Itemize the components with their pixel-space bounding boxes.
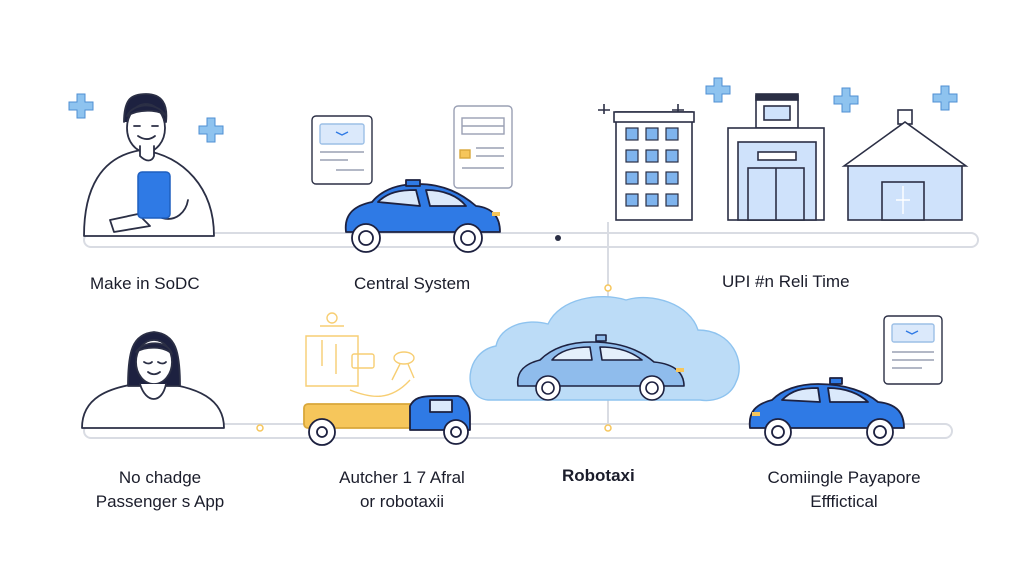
step-label-passenger-app: No chadge Passenger s App xyxy=(70,466,250,514)
smartphone-icon xyxy=(137,171,171,219)
plus-icon xyxy=(833,87,859,113)
plus-icon xyxy=(932,85,958,111)
step-label-line: Passenger s App xyxy=(95,492,225,511)
step-label-line: Efffictical xyxy=(810,492,878,511)
building-icon xyxy=(598,104,695,221)
plus-icon xyxy=(705,77,731,103)
top-track xyxy=(83,232,979,248)
car-icon xyxy=(344,179,501,253)
step-label-central-system: Central System xyxy=(354,274,471,293)
passenger-avatar xyxy=(81,331,225,429)
car-icon xyxy=(748,377,905,446)
flatbed-truck-icon xyxy=(303,395,471,446)
car-icon xyxy=(516,334,685,401)
warehouse-icon xyxy=(841,109,969,221)
step-label-line: Autcher 1 7 Afral xyxy=(339,468,465,487)
step-label-line: No chadge xyxy=(118,468,202,487)
clinic-icon xyxy=(727,93,825,221)
receipt-icon xyxy=(883,315,943,385)
sketch-figure xyxy=(305,312,415,398)
step-label-dispatch: Autcher 1 7 Afral or robotaxii xyxy=(312,466,492,514)
step-label-payment: Comiingle Payapore Efffictical xyxy=(744,466,944,514)
step-label-line: or robotaxii xyxy=(359,492,445,511)
step-label-robotaxi: Robotaxi xyxy=(562,466,635,485)
document-icon xyxy=(453,105,513,189)
plus-icon xyxy=(68,93,94,119)
bottom-track xyxy=(83,423,953,439)
step-label-make-in-sodc: Make in SoDC xyxy=(90,274,200,293)
receipt-icon xyxy=(311,115,373,185)
plus-icon xyxy=(198,117,224,143)
step-label-upi-reli-time: UPI #n Reli Time xyxy=(722,272,850,291)
step-label-line: Comiingle Payapore xyxy=(767,468,921,487)
